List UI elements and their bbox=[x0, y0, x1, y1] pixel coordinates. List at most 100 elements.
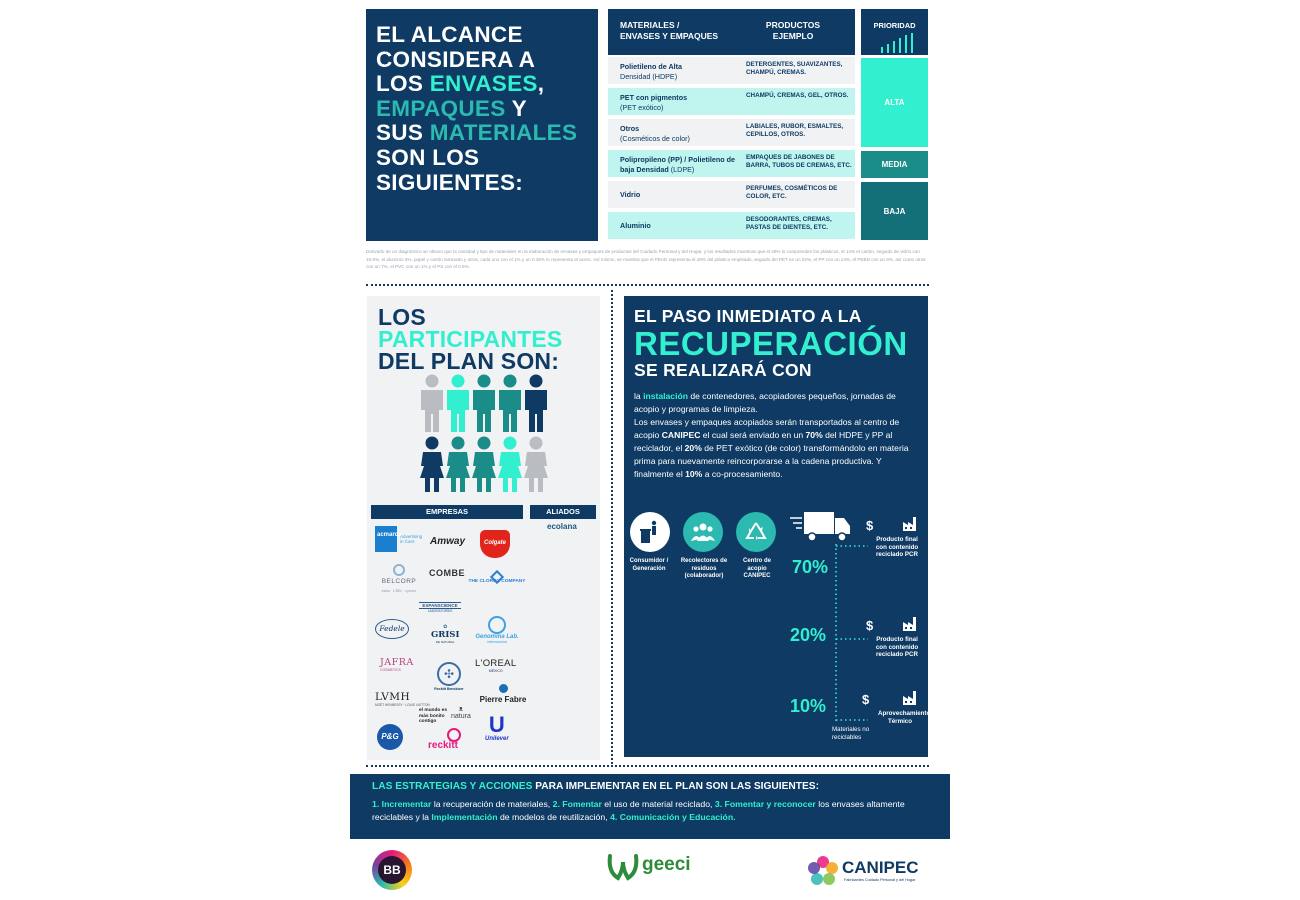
person-figure bbox=[446, 436, 470, 492]
collection-center-label: Centro de acopio CANIPEC bbox=[742, 558, 771, 579]
material-detail: (Cosméticos de color) bbox=[620, 133, 690, 143]
scope-title-line: EMPAQUES Y bbox=[376, 95, 588, 122]
participants-title-line: DEL PLAN SON: bbox=[378, 348, 560, 374]
jafra-logo: JAFRA COSMETICS bbox=[380, 657, 414, 672]
bold-text: CANIPEC bbox=[661, 430, 701, 440]
body-text: Los envases y empaques acopiados serán t… bbox=[634, 417, 900, 440]
factory-icon bbox=[903, 617, 916, 631]
material-name: Polipropileno (PP) / Polietileno de baja… bbox=[620, 155, 736, 174]
header-materials: MATERIALES / ENVASES Y EMPAQUES bbox=[620, 20, 719, 41]
non-recyclable-label: Materiales no reciclables bbox=[832, 726, 870, 741]
belcorp-text: BELCORP bbox=[381, 578, 417, 585]
expanscience-logo: EXPANSCIENCE LABORATOIRES bbox=[419, 602, 461, 613]
strategy-text: el uso de material reciclado, bbox=[601, 799, 715, 809]
trash-can-icon bbox=[640, 520, 657, 543]
geeci-mark-icon bbox=[607, 854, 639, 881]
recovery-line-3: SE REALIZARÁ CON bbox=[634, 360, 812, 380]
strategies-title-highlight: LAS ESTRATEGIAS Y ACCIONES bbox=[372, 781, 533, 792]
output-2-label: Producto final con contenido reciclado P… bbox=[875, 636, 919, 658]
pg-logo: P&G bbox=[377, 724, 403, 750]
strategies-title-rest: PARA IMPLEMENTAR EN EL PLAN SON LAS SIGU… bbox=[532, 781, 819, 792]
pierre-fabre-logo: Pierre Fabre bbox=[475, 684, 531, 704]
mundo-bonito-text: el mundo es más bonito contigo bbox=[419, 708, 447, 724]
scope-title-line: CONSIDERA A bbox=[376, 47, 588, 73]
strategy-text: la recuperación de materiales, bbox=[431, 799, 553, 809]
loreal-text: L'OREAL bbox=[475, 658, 517, 669]
divider bbox=[366, 284, 929, 286]
scope-title-line: SIGUIENTES: bbox=[376, 169, 588, 196]
lvmh-text: LVMH bbox=[375, 691, 411, 703]
fedele-logo: Fedele bbox=[375, 619, 409, 639]
collection-center-stage bbox=[736, 512, 776, 552]
clorox-text: THE CLOROX COMPANY bbox=[468, 579, 526, 584]
bb-logo: BB bbox=[372, 850, 412, 890]
percent-70: 70% bbox=[792, 557, 829, 577]
strategy-action: Implementación bbox=[431, 812, 498, 822]
body-text: de contenedores, acopiadores pequeños, j… bbox=[634, 391, 896, 414]
person-figure bbox=[525, 374, 547, 432]
person-figure bbox=[498, 436, 522, 492]
natura-text: natura bbox=[451, 713, 471, 720]
table-row: Otros(Cosméticos de color)LABIALES, RUBO… bbox=[608, 119, 855, 146]
geeci-text: geeci bbox=[642, 854, 691, 875]
person-figure bbox=[473, 374, 495, 432]
canipec-flower-icon bbox=[808, 856, 838, 885]
person-figure bbox=[421, 374, 443, 432]
person-figure bbox=[420, 436, 444, 492]
person-figure bbox=[472, 436, 496, 492]
strategy-action: 3. Fomentar y reconocer bbox=[714, 799, 816, 809]
body-text: a co-procesamiento. bbox=[702, 469, 783, 479]
scope-title-word: SUS bbox=[376, 120, 430, 146]
body-text: el cual será enviado en un bbox=[700, 430, 806, 440]
canipec-logo: CANIPEC Fabricantes Cuidado Personal y d… bbox=[806, 854, 926, 888]
material-cell: Aluminio bbox=[620, 221, 745, 231]
header-products: PRODUCTOS EJEMPLO bbox=[765, 20, 821, 41]
expanscience-text: EXPANSCIENCE bbox=[419, 602, 461, 609]
genomma-logo: Genomma Lab. Internacional bbox=[471, 616, 523, 644]
recovery-description: la instalación de contenedores, acopiado… bbox=[634, 390, 919, 481]
strategy-action: 1. Incrementar bbox=[372, 799, 432, 809]
collectors-label: Recolectores de residuos (colaborador) bbox=[680, 558, 728, 579]
acmarca-mark: acmarca bbox=[375, 526, 401, 552]
natura-logo: ᴥ natura bbox=[451, 706, 471, 720]
unilever-logo: U Unilever bbox=[485, 712, 509, 743]
pierre-fabre-text: Pierre Fabre bbox=[479, 695, 527, 704]
dollar-icon: $ bbox=[866, 618, 874, 633]
product-examples: DESODORANTES, CREMAS, PASTAS DE DIENTES,… bbox=[746, 216, 832, 231]
product-examples: PERFUMES, COSMÉTICOS DE COLOR, ETC. bbox=[746, 185, 838, 200]
priority-baja: BAJA bbox=[861, 182, 928, 240]
strategy-action: 4. Comunicación y Educación. bbox=[610, 812, 736, 822]
material-name: Polietileno de Alta bbox=[620, 62, 683, 71]
strategies-body: 1. Incrementar la recuperación de materi… bbox=[372, 798, 932, 824]
priority-media-label: MEDIA bbox=[881, 160, 908, 169]
reckitt-text: reckitt bbox=[427, 740, 458, 751]
ecolana-logo: ecolana bbox=[547, 522, 577, 531]
scope-title-word: EMPAQUES bbox=[376, 95, 506, 121]
amway-logo: Amway bbox=[430, 536, 466, 547]
consumer-stage bbox=[630, 512, 670, 552]
bold-text: 70% bbox=[805, 430, 823, 440]
priority-header: PRIORIDAD bbox=[861, 9, 928, 55]
fedele-text: Fedele bbox=[379, 624, 405, 633]
strategy-text: de modelos de reutilización, bbox=[497, 812, 611, 822]
product-examples: EMPAQUES DE JABONES DE BARRA, TUBOS DE C… bbox=[746, 154, 852, 169]
canipec-subtitle: Fabricantes Cuidado Personal y del Hogar bbox=[844, 878, 916, 882]
divider bbox=[611, 290, 613, 764]
person-figure bbox=[524, 436, 548, 492]
divider bbox=[366, 765, 929, 767]
truck-icon bbox=[790, 512, 850, 542]
recovery-panel: EL PASO INMEDIATO A LA RECUPERACIÓN SE R… bbox=[624, 296, 930, 757]
material-cell: PET con pigmentos(PET exótico) bbox=[620, 93, 745, 112]
scope-title-word: SIGUIENTES: bbox=[376, 169, 524, 195]
dollar-icon: $ bbox=[862, 692, 870, 707]
scope-title-word: Y bbox=[505, 95, 527, 121]
priority-media: MEDIA bbox=[861, 151, 928, 178]
body-text: la bbox=[634, 391, 644, 401]
factory-icon bbox=[903, 517, 916, 531]
material-name: Aluminio bbox=[620, 221, 651, 230]
